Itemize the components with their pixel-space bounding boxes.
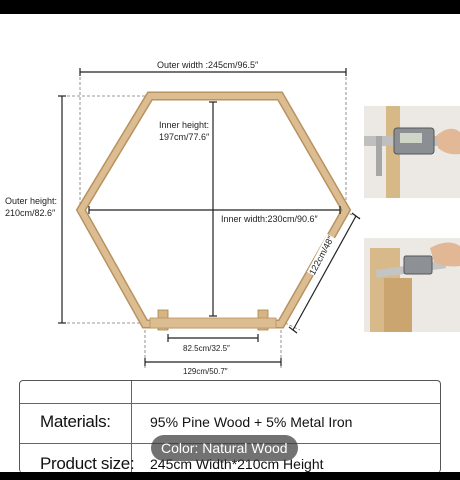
- outer-width-label: Outer width :245cm/96.5″: [155, 60, 261, 71]
- caliper-photo-bottom: [364, 238, 460, 332]
- base-outer-label: 129cm/50.7″: [183, 367, 228, 376]
- inner-width-label: Inner width:230cm/90.6″: [221, 214, 318, 225]
- top-black-bar: [0, 0, 460, 14]
- hexagon-arch-diagram: [58, 68, 361, 370]
- bottom-black-bar: [0, 472, 460, 480]
- caliper-photo-top: [364, 106, 460, 198]
- materials-value: 95% Pine Wood + 5% Metal Iron: [150, 414, 353, 430]
- table-divider: [131, 381, 132, 473]
- wood-hexagon-frame: [75, 91, 352, 331]
- outer-height-label-line2: 210cm/82.6″: [5, 208, 56, 219]
- product-size-label: Product size:: [40, 454, 135, 473]
- base-inner-label: 82.5cm/32.5″: [183, 344, 230, 353]
- outer-height-label-line1: Outer height:: [5, 196, 58, 207]
- materials-label: Materials:: [40, 412, 111, 431]
- inner-height-label-line1: Inner height:: [159, 120, 210, 131]
- materials-row: Materials: 95% Pine Wood + 5% Metal Iron: [20, 403, 440, 444]
- inner-height-label-line2: 197cm/77.6″: [159, 132, 210, 143]
- color-option-chip[interactable]: Color: Natural Wood: [151, 435, 298, 461]
